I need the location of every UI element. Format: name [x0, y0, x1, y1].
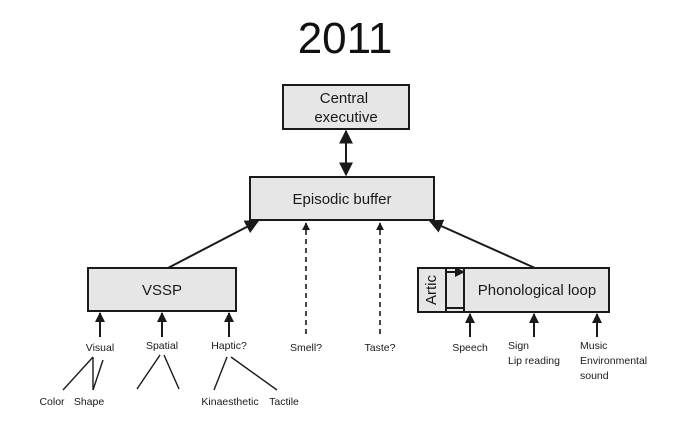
vssp-label: VSSP — [142, 282, 182, 299]
episodic-buffer-label: Episodic buffer — [293, 191, 392, 208]
phonological-loop-label: Phonological loop — [478, 282, 596, 299]
haptic-kinaesthetic-branch — [213, 356, 228, 391]
speech-label: Speech — [452, 342, 488, 354]
diagram-title: 2011 — [298, 14, 393, 63]
central-executive-label-line1: Central — [320, 90, 368, 107]
taste-label: Taste? — [365, 342, 396, 354]
color-label: Color — [39, 396, 65, 408]
svg-text:Central executive: Central executive — [314, 90, 377, 126]
artic-label: Artic — [423, 275, 440, 306]
kinaesthetic-label: Kinaesthetic — [201, 396, 258, 408]
central-executive-label-line2: executive — [314, 109, 377, 126]
phonological-loop-node: Phonological loop — [417, 267, 610, 313]
visual-shape-branch-2 — [92, 359, 104, 391]
music-label: Music Environmental sound — [580, 340, 650, 382]
haptic-label: Haptic? — [211, 340, 247, 352]
vssp-buffer-arrow — [167, 220, 260, 269]
tactile-label: Tactile — [269, 396, 299, 408]
vssp-node: VSSP — [87, 267, 237, 312]
shape-label: Shape — [74, 396, 105, 408]
episodic-buffer-node: Episodic buffer — [249, 176, 435, 221]
loop-buffer-arrow — [428, 219, 536, 269]
visual-label: Visual — [86, 342, 114, 354]
smell-label: Smell? — [290, 342, 322, 354]
central-executive-node: Central executive — [282, 84, 410, 130]
spatial-left-branch — [136, 354, 161, 390]
sign-label: Sign Lip reading — [508, 340, 560, 367]
visual-color-branch — [62, 356, 94, 391]
artic-node: Artic — [423, 275, 440, 306]
haptic-tactile-branch — [230, 356, 278, 391]
spatial-label: Spatial — [146, 340, 178, 352]
spatial-right-branch — [163, 354, 180, 390]
